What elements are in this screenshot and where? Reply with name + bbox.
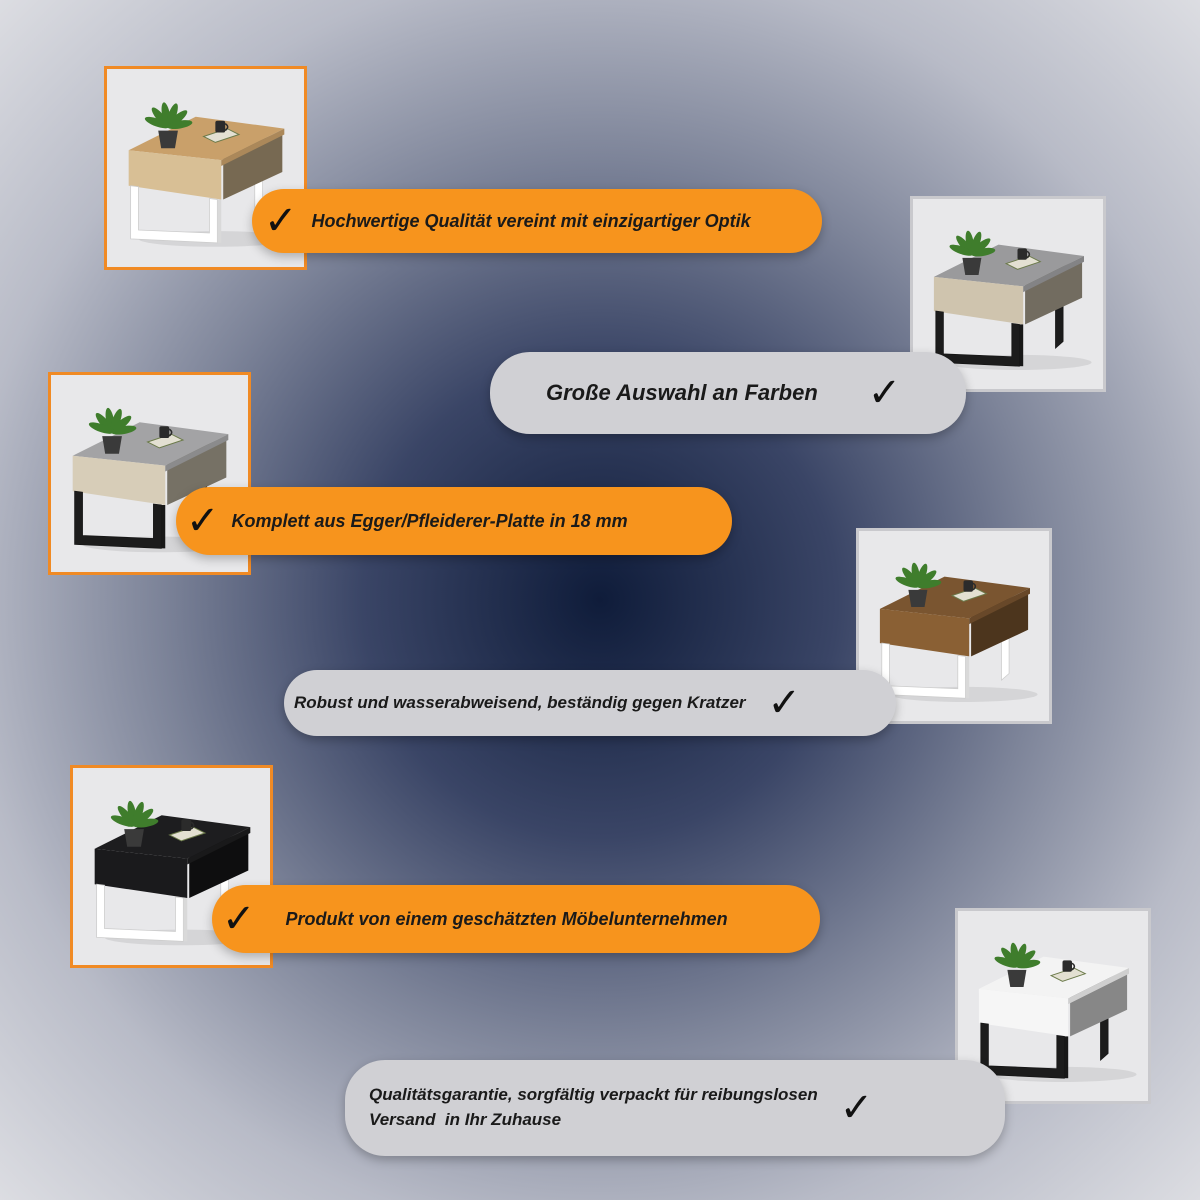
table-top-edge xyxy=(221,128,285,167)
mug-handle xyxy=(190,821,195,830)
feature-pill-guarantee: Qualitätsgarantie, sorgfältig verpackt f… xyxy=(345,1060,1005,1156)
plant-leaf xyxy=(133,818,159,828)
plant-leaf xyxy=(110,815,136,827)
table-leg-side xyxy=(183,898,188,942)
table-front xyxy=(94,848,188,899)
check-icon: ✓ xyxy=(767,680,802,726)
plant-pot xyxy=(158,130,178,149)
mug xyxy=(1017,248,1027,260)
table-leg-side xyxy=(217,199,222,243)
plant-leaf xyxy=(994,956,1018,968)
table-top-edge xyxy=(165,434,229,472)
feature-text-line-2: Versand in Ihr Zuhause xyxy=(369,1110,562,1129)
plant-pot xyxy=(102,436,122,454)
check-icon: ✓ xyxy=(867,370,902,416)
feature-pill-quality: ✓ Hochwertige Qualität vereint mit einzi… xyxy=(252,189,822,253)
mug-handle xyxy=(168,428,173,437)
table-front xyxy=(879,608,970,657)
mug xyxy=(159,426,170,439)
table-leg-front xyxy=(74,490,162,549)
plant-leaf xyxy=(111,425,137,435)
mug xyxy=(215,120,226,133)
feature-text: Komplett aus Egger/Pfleiderer-Platte in … xyxy=(231,510,628,531)
mug xyxy=(963,580,973,592)
table-shelf xyxy=(223,130,283,200)
product-image-4 xyxy=(856,528,1052,724)
feature-text-block: Qualitätsgarantie, sorgfältig verpackt f… xyxy=(369,1083,818,1132)
plant-pot xyxy=(908,589,928,607)
feature-pill-colors: Große Auswahl an Farben ✓ xyxy=(490,352,966,434)
plant-leaf xyxy=(970,247,996,257)
table-top-edge xyxy=(187,827,251,865)
plant-leaf xyxy=(167,120,193,130)
plant-leaf xyxy=(88,422,114,434)
feature-pill-robust: Robust und wasserabweisend, beständig ge… xyxy=(284,670,896,736)
mug-handle xyxy=(1071,962,1076,971)
table-top-edge xyxy=(1023,256,1084,293)
feature-text: Robust und wasserabweisend, beständig ge… xyxy=(294,692,746,712)
coffee-table-illustration xyxy=(913,199,1103,389)
mug xyxy=(181,819,192,832)
table-leg-front xyxy=(96,883,184,942)
plant-leaf xyxy=(144,116,170,129)
product-image-3 xyxy=(48,372,251,575)
product-image-2 xyxy=(910,196,1106,392)
mug xyxy=(1062,960,1072,972)
plant-leaf xyxy=(1015,959,1041,969)
table-leg-side xyxy=(161,505,166,549)
table-front xyxy=(72,455,166,506)
plant-leaf xyxy=(916,579,942,589)
mug-handle xyxy=(1026,250,1031,259)
table-front xyxy=(933,276,1024,325)
feature-text: Hochwertige Qualität vereint mit einziga… xyxy=(311,210,751,231)
plant-leaf xyxy=(949,244,973,256)
table-front xyxy=(978,988,1069,1037)
plant-pot xyxy=(1007,969,1027,987)
feature-text: Große Auswahl an Farben xyxy=(546,380,818,406)
table-top-edge xyxy=(969,588,1030,625)
mug-handle xyxy=(972,582,977,591)
table-shelf xyxy=(167,436,227,506)
table-shelf xyxy=(1070,969,1128,1037)
feature-text-line-1: Qualitätsgarantie, sorgfältig verpackt f… xyxy=(369,1085,818,1105)
check-icon: ✓ xyxy=(839,1085,874,1131)
table-leg-side xyxy=(965,656,970,699)
product-image-1 xyxy=(104,66,307,270)
feature-text: Produkt von einem geschätzten Möbelunter… xyxy=(285,908,728,929)
coffee-table-illustration xyxy=(107,69,304,267)
check-icon: ✓ xyxy=(264,198,298,244)
coffee-table-illustration xyxy=(958,911,1148,1101)
check-icon: ✓ xyxy=(222,896,256,942)
check-icon: ✓ xyxy=(186,498,220,544)
coffee-table-illustration xyxy=(859,531,1049,721)
plant-pot xyxy=(962,257,982,275)
mug-handle xyxy=(224,122,229,132)
table-top-edge xyxy=(1068,968,1129,1005)
feature-pill-company: ✓ Produkt von einem geschätzten Möbelunt… xyxy=(212,885,820,953)
table-shelf xyxy=(1025,257,1083,325)
table-front xyxy=(128,150,222,200)
feature-pill-material: ✓ Komplett aus Egger/Pfleiderer-Platte i… xyxy=(176,487,732,555)
table-shelf xyxy=(971,589,1029,657)
table-shelf xyxy=(189,829,249,899)
product-image-6 xyxy=(955,908,1151,1104)
plant-pot xyxy=(124,829,144,847)
plant-leaf xyxy=(895,576,919,588)
table-leg-front xyxy=(130,185,218,244)
table-leg-side xyxy=(1064,1036,1069,1079)
table-leg-side xyxy=(1019,324,1024,367)
